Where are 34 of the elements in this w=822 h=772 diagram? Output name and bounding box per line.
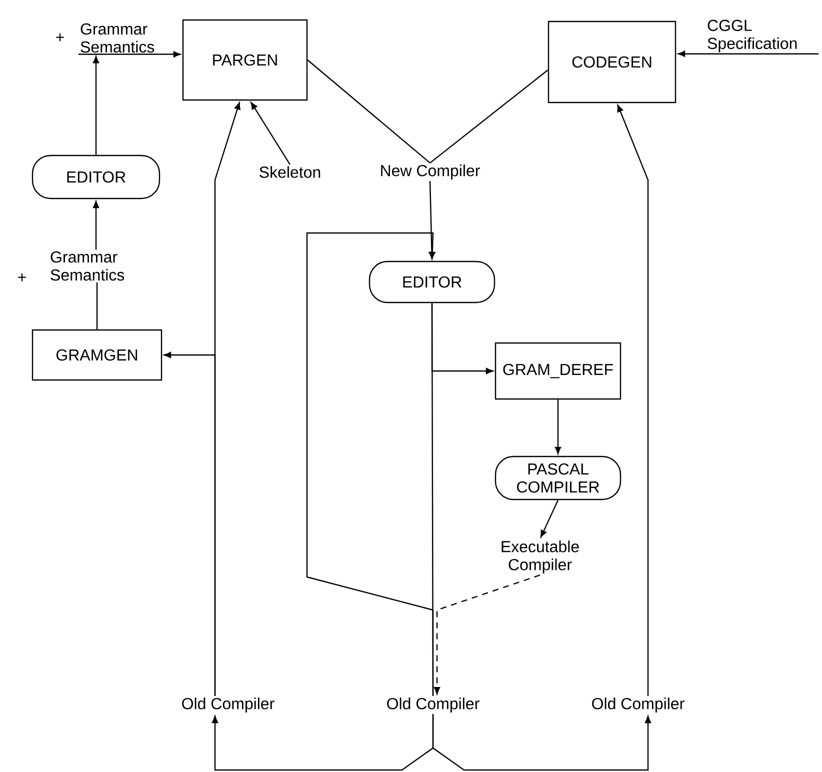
plus-sign: + [18, 273, 26, 282]
connector-line [430, 70, 548, 164]
arrow [617, 104, 649, 696]
flow-text: Old Compiler [182, 698, 274, 712]
arrow [554, 400, 562, 454]
arrow [92, 56, 100, 155]
flow-text: Grammar Semantics [50, 251, 124, 281]
arrow [78, 51, 181, 58]
arrow [250, 102, 291, 165]
flow-text: Executable Compiler [502, 540, 579, 574]
flow-text: New Compiler [381, 164, 480, 180]
connector-line [307, 60, 430, 164]
flow-text: Old Compiler [387, 698, 480, 712]
process-box: PARGEN [182, 19, 308, 101]
process-box: GRAM_DEREF [494, 342, 622, 400]
terminal-box: PASCAL COMPILER [494, 456, 622, 500]
arrow [92, 200, 100, 250]
arrow [164, 352, 216, 696]
flow-text: Grammar Semantics [80, 23, 154, 53]
arrow [432, 714, 652, 771]
arrow [540, 500, 559, 538]
arrow [212, 714, 434, 771]
process-box: CODEGEN [548, 20, 676, 104]
dashed-arrow [434, 574, 540, 694]
connector-line [96, 282, 98, 330]
flow-text: CGGL Specification [708, 20, 797, 52]
process-box: GRAMGEN [32, 329, 162, 381]
plus-sign: + [56, 33, 64, 42]
terminal-box: EDITOR [368, 260, 496, 304]
flow-text: Old Compiler [592, 698, 684, 712]
terminal-box: EDITOR [32, 154, 160, 200]
flow-text: Skeleton [260, 166, 320, 178]
arrow [431, 303, 494, 374]
arrow [678, 50, 819, 57]
